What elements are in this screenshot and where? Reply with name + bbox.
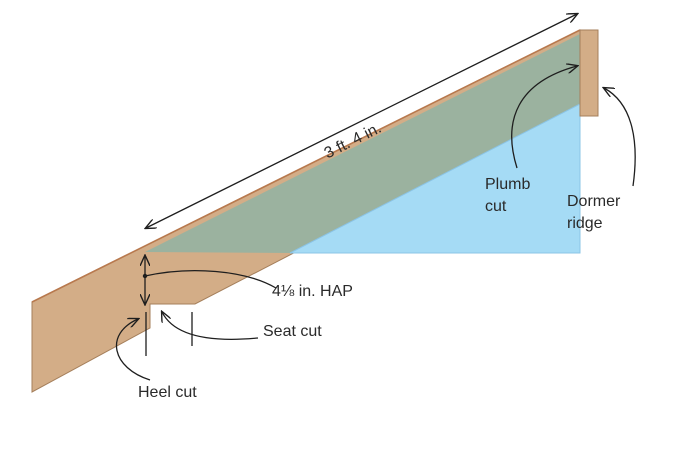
length-dimension-arrow [146, 14, 577, 228]
hap-label: 4⅛ in. HAP [272, 283, 353, 300]
seat-cut-leader [162, 312, 259, 340]
heel-cut-leader [115, 319, 151, 381]
hap-leader-line [144, 270, 277, 289]
seat-cut-label: Seat cut [263, 323, 322, 340]
plumb-cut-leader [511, 66, 577, 169]
heel-cut-label: Heel cut [138, 384, 197, 401]
dormer-ridge-label-line2: ridge [567, 215, 603, 232]
plumb-cut-label-line1: Plumb [485, 176, 530, 193]
dormer-ridge-label-line1: Dormer [567, 193, 621, 210]
plumb-cut-label-line2: cut [485, 198, 507, 215]
dormer-ridge-board [579, 29, 599, 117]
dormer-ridge-leader [604, 88, 636, 187]
